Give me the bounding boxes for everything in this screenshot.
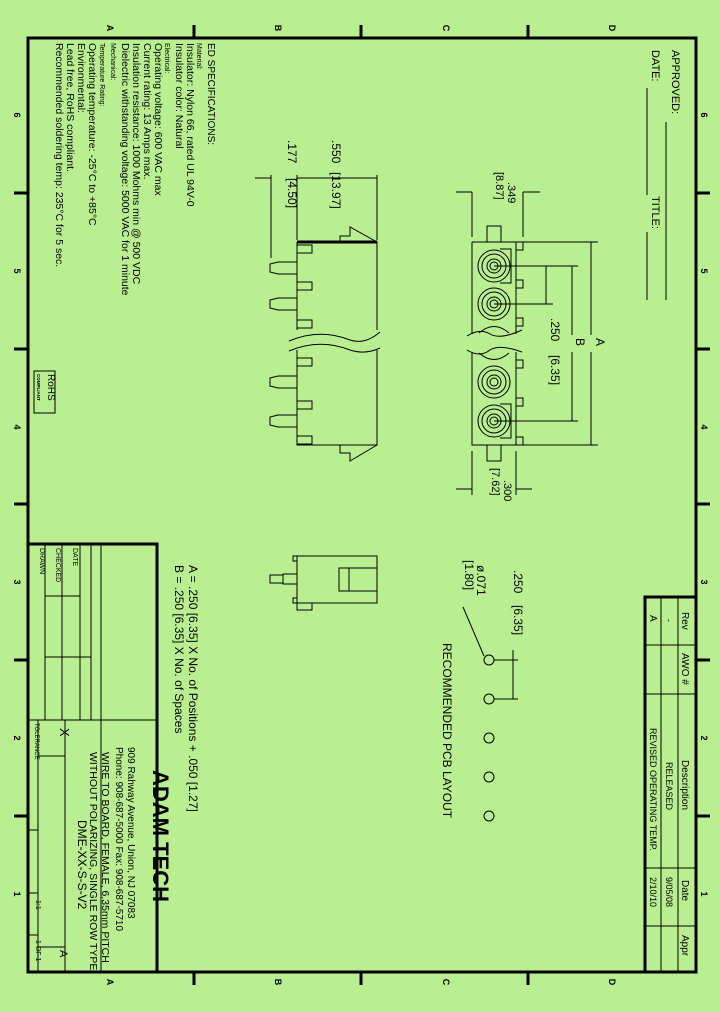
part-number: DME-XX-S-S-V2 [75,820,89,910]
size-value: X [57,728,72,737]
svg-text:Mechanical:: Mechanical: [109,43,116,80]
pcb-layout-label: RECOMMENDED PCB LAYOUT [440,643,454,819]
svg-text:RoHS: RoHS [45,374,56,401]
svg-text:[13.97]: [13.97] [329,172,343,209]
svg-text:2: 2 [12,735,22,740]
end-view-drawing [269,555,378,611]
svg-text:.177: .177 [285,140,299,164]
svg-text:[8.87]: [8.87] [493,172,505,200]
svg-text:[1.80]: [1.80] [462,560,476,590]
svg-text:Operating temperature: -25°C t: Operating temperature: -25°C to +85°C [86,43,98,226]
svg-text:.349: .349 [505,182,517,203]
svg-text:2/10/10: 2/10/10 [648,877,658,907]
zone-label-d: D [607,25,617,32]
zone-label-c: C [441,25,451,32]
svg-text:A: A [593,338,607,346]
spec-heading: ED SPECIFICATIONS: [205,43,216,145]
revision-table: Rev AWO # Description Date Appr - RELEAS… [643,595,698,974]
date-header: Date [679,880,690,902]
svg-text:RELEASED: RELEASED [664,762,674,811]
svg-text:9/05/08: 9/05/08 [664,877,674,907]
formula-block: A = .250 [6.35] X No. of Positions + .05… [172,565,200,812]
svg-text:1: 1 [12,891,22,896]
zone-label-a: A [105,25,115,32]
side-view-drawing: .550 [13.97] .177 [4.50] [255,140,381,462]
svg-text:4: 4 [699,424,709,429]
zone-label-b: B [273,25,283,32]
svg-text:Electrical:: Electrical: [163,43,170,73]
svg-text:DRAWN: DRAWN [38,548,45,574]
date-label: DATE: [649,50,661,82]
svg-text:[4.50]: [4.50] [285,178,299,208]
svg-text:Insulator color: Natural: Insulator color: Natural [173,43,185,149]
svg-text:Recommended soldering temp: 23: Recommended soldering temp: 235°C for 5 … [53,43,65,267]
company-phone: Phone: 908-687-5000 Fax: 908-687-5710 [113,747,124,931]
svg-text:-: - [664,619,674,622]
scale-value: 1:1 [34,900,41,910]
svg-text:ø.071: ø.071 [474,565,488,596]
svg-text:Environmental:: Environmental: [75,43,87,113]
svg-text:Material:: Material: [195,43,202,70]
sheet-value: 1 OF 1 [34,940,41,962]
svg-text:6: 6 [12,112,22,117]
svg-text:TOLERANCE: TOLERANCE [33,723,39,760]
appr-header: Appr [679,935,690,957]
svg-text:3: 3 [699,579,709,584]
svg-text:COMPLIANT: COMPLIANT [36,374,41,401]
title-label: TITLE: [649,196,661,229]
svg-text:1: 1 [699,891,709,896]
svg-text:2: 2 [699,735,709,740]
svg-text:[6.35]: [6.35] [511,605,525,635]
top-view-drawing: .349 [8.87] A B .250 [6.35] .300 [7.62] [456,172,607,501]
approved-label: APPROVED: [669,50,681,114]
svg-text:4: 4 [12,424,22,429]
company-name: ADAM TECH [148,770,173,902]
zone-ticks [14,25,710,985]
svg-text:Insulator: Nylon 66, rated UL: Insulator: Nylon 66, rated UL 94V-0 [184,43,196,207]
awo-header: AWO # [679,653,690,685]
rev-header: Rev [679,612,690,630]
svg-text:A: A [647,615,658,622]
svg-text:3: 3 [12,579,22,584]
zone-label-b-bottom: B [273,979,283,986]
svg-text:6: 6 [699,112,709,117]
zone-label-d-bottom: D [607,979,617,986]
svg-text:.250: .250 [511,570,525,594]
rev-value: A [57,950,69,958]
svg-text:CHECKED: CHECKED [54,548,61,582]
svg-text:5: 5 [699,268,709,273]
svg-text:Temperature Rating:: Temperature Rating: [98,43,105,106]
zone-label-c-bottom: C [441,979,451,986]
zone-labels: A B C D A B C D 6 5 4 3 2 1 6 5 4 3 2 1 [12,25,709,986]
svg-text:.300: .300 [501,480,513,501]
part-description-1: WIRE TO BOARD, FEMALE, 6.35mm PITCH [99,752,111,963]
svg-text:DATE: DATE [71,548,78,566]
approval-block: APPROVED: DATE: TITLE: [646,50,681,300]
formula-a: A = .250 [6.35] X No. of Positions + .05… [186,565,200,812]
specifications-block: ED SPECIFICATIONS: Material: Insulator: … [33,43,216,414]
svg-text:Current rating: 13 Amps max.: Current rating: 13 Amps max. [141,43,153,180]
part-description-2: WITHOUT POLARIZING, SINGLE ROW TYPE [87,752,99,970]
zone-label-a-bottom: A [105,979,115,986]
svg-text:Dielectric withstanding voltag: Dielectric withstanding voltage: 5000 VA… [119,43,131,296]
svg-text:Lead free, RoHS compliant.: Lead free, RoHS compliant. [64,43,76,172]
svg-text:.250: .250 [548,318,562,342]
svg-text:5: 5 [12,268,22,273]
svg-text:[6.35]: [6.35] [548,355,562,385]
svg-text:B: B [573,338,587,346]
company-address: 909 Rahway Avenue, Union, NJ 07083 [125,747,136,919]
svg-text:Operating voltage: 600 VAC max: Operating voltage: 600 VAC max [152,43,164,196]
formula-b: B = .250 [6.35] X No. of Spaces [172,565,186,733]
rohs-badge [33,370,56,414]
svg-text:[7.62]: [7.62] [489,468,501,496]
description-header: Description [679,760,690,810]
pcb-layout-drawing: .250 [6.35] ø.071 [1.80] RECOMMENDED PCB… [440,560,525,822]
svg-text:Insulation resistance: 1000 Mo: Insulation resistance: 1000 Mohms min @ … [130,43,142,285]
svg-text:REVISED OPERATING TEMP.: REVISED OPERATING TEMP. [648,728,658,851]
svg-text:.550: .550 [329,140,343,164]
title-block: DATE CHECKED DRAWN TOLERANCE ADAM TECH 9… [26,542,173,974]
